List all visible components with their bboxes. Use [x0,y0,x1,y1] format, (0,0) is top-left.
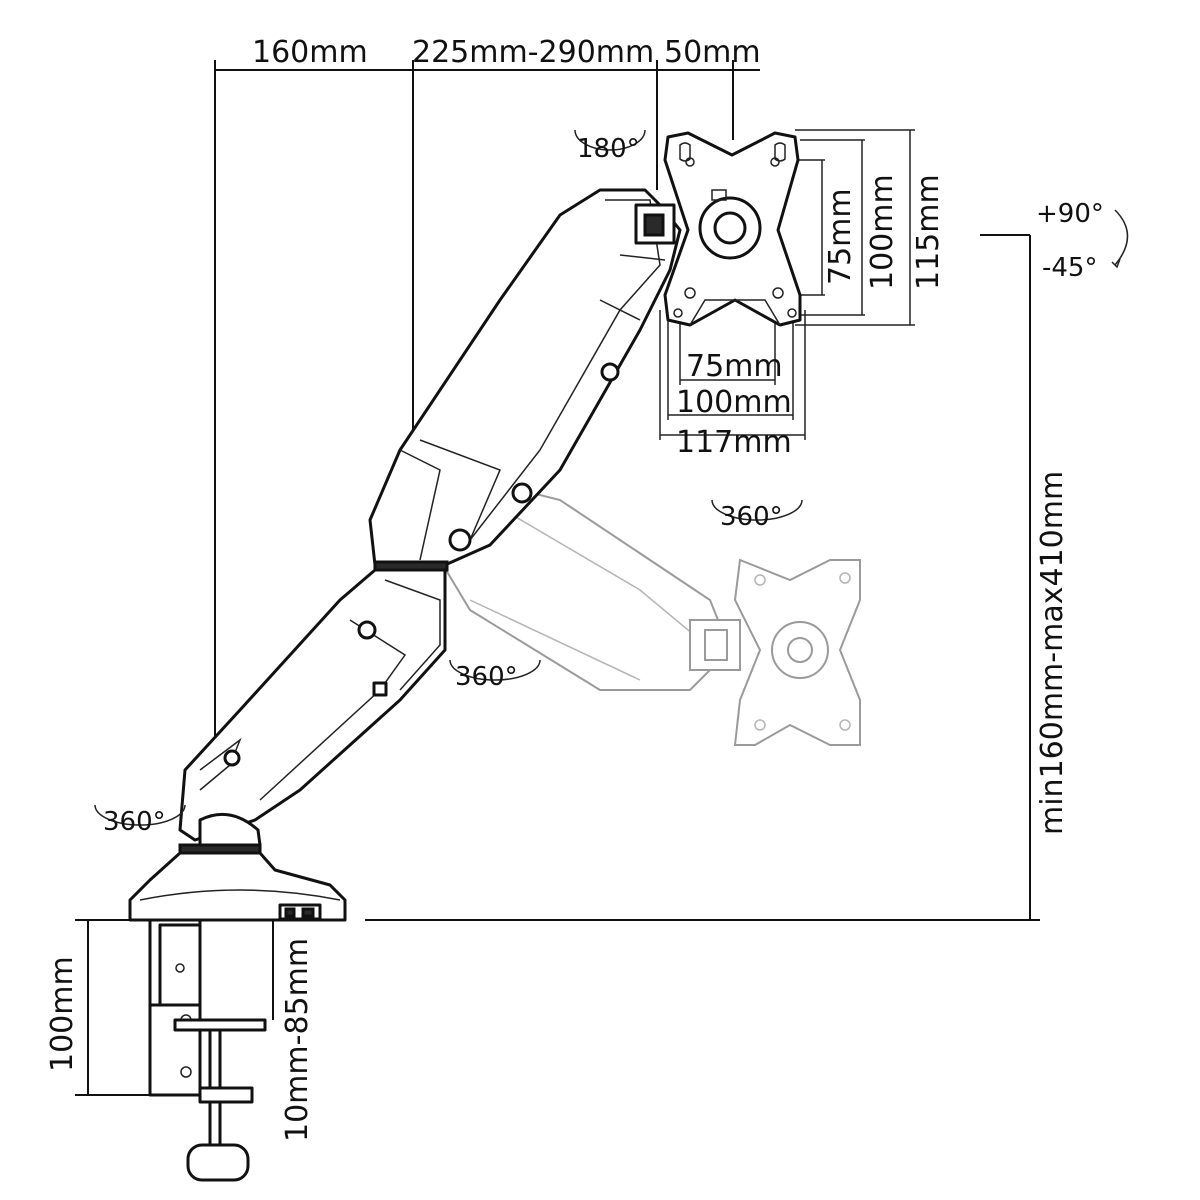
desk-clamp [148,918,267,1182]
vesa-dimension-lines [659,129,915,440]
upper-arm [368,188,682,572]
vesa-width-100: 100mm [676,385,792,420]
angle-tilt-down: -45° [1042,253,1097,283]
ghost-arm-position [439,468,741,691]
top-dimension-lines [214,60,760,740]
clamp-height-100: 100mm [45,956,80,1072]
angle-360-base: 360° [103,807,166,837]
vesa-width-75: 75mm [686,349,783,384]
angle-180: 180° [577,134,640,164]
desk-base [128,843,347,922]
dim-160: 160mm [252,35,368,70]
lower-arm [178,568,447,847]
vesa-plate [663,131,802,327]
vesa-height-100: 100mm [865,174,900,290]
angle-360-head: 360° [720,502,783,532]
dim-225-290: 225mm-290mm [412,35,654,70]
ghost-vesa-plate [733,558,861,746]
labels: 160mm 225mm-290mm 50mm 180° +90° -45° 36… [45,35,1104,1142]
dim-50: 50mm [664,35,761,70]
angle-tilt-up: +90° [1036,199,1104,229]
vesa-height-75: 75mm [823,188,858,285]
desk-thickness: 10mm-85mm [280,938,315,1142]
vesa-height-115: 115mm [911,174,946,290]
rotation-arrows [94,129,1129,826]
vesa-width-117: 117mm [676,425,792,460]
height-range: min160mm-max410mm [1035,471,1070,835]
angle-360-elbow: 360° [455,662,518,692]
